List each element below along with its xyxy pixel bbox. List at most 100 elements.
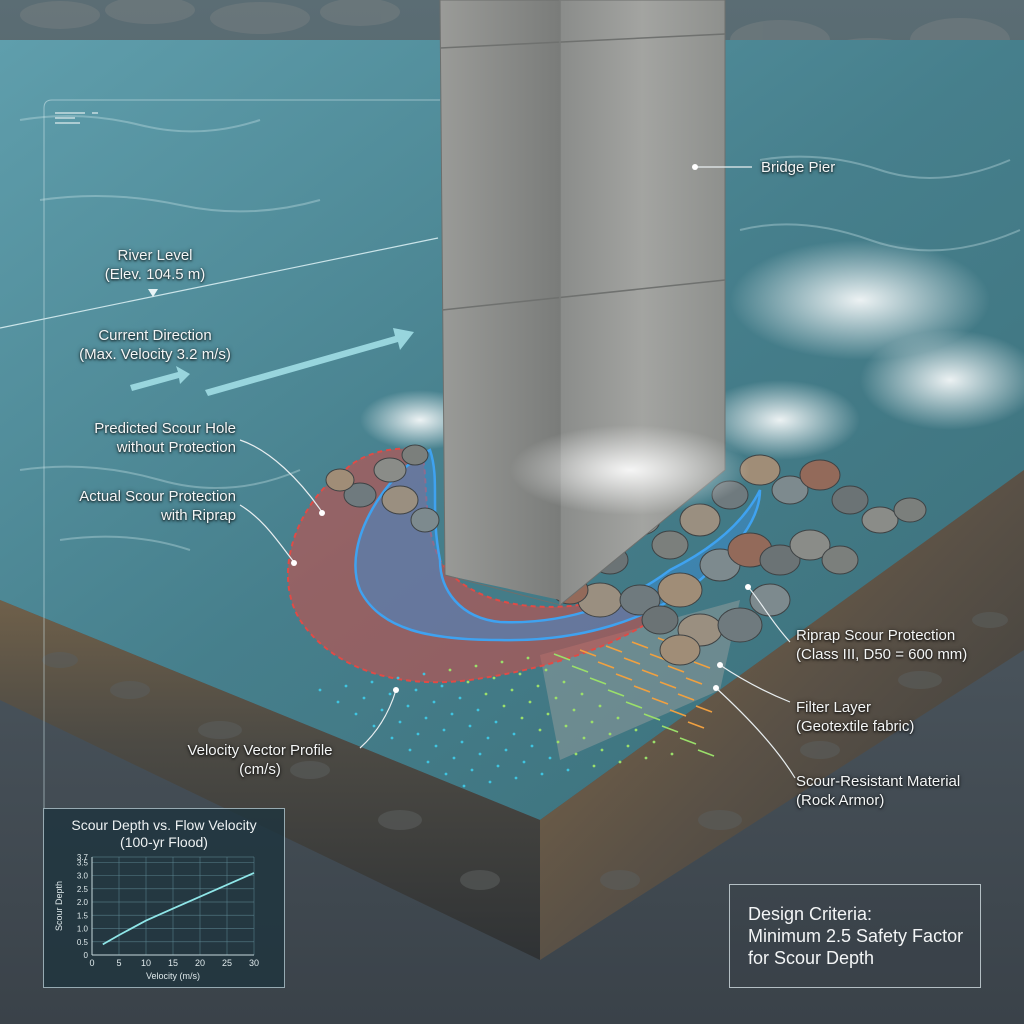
velocity-vector-arrow	[625, 701, 643, 709]
chart-series-line	[102, 872, 255, 946]
velocity-vector-dot	[544, 668, 548, 672]
bridge-pier-label: Bridge Pier	[761, 159, 836, 176]
velocity-vector-dot	[634, 728, 638, 732]
velocity-vector-dot	[398, 720, 402, 724]
riprap-rock	[893, 497, 927, 523]
predicted-scour-label: Predicted Scour Hole without Protection	[94, 420, 236, 456]
velocity-vector-arrow	[695, 705, 713, 713]
riprap-rock	[759, 544, 801, 576]
velocity-vector-dot	[452, 756, 456, 760]
velocity-vector-dot	[354, 712, 358, 716]
design-criteria-line3: for Scour Depth	[748, 948, 875, 968]
velocity-vector-dot	[494, 720, 498, 724]
velocity-vector-dot	[380, 708, 384, 712]
riprap-rock	[410, 507, 440, 533]
design-criteria-line2: Minimum 2.5 Safety Factor	[748, 926, 964, 946]
leader-dots	[291, 164, 751, 693]
velocity-vector-dot	[562, 680, 566, 684]
velocity-vector-dot	[618, 760, 622, 764]
current-arrows	[130, 328, 414, 396]
velocity-vector-arrow	[693, 661, 711, 669]
velocity-vector-dot	[590, 720, 594, 724]
velocity-vector-dot	[450, 712, 454, 716]
velocity-vector-dot	[526, 656, 530, 660]
velocity-vector-dot	[492, 676, 496, 680]
chart-y-tick-label: 1.0	[77, 925, 89, 934]
velocity-vector-arrow	[651, 697, 669, 705]
riprap-rock	[831, 485, 869, 515]
velocity-vector-dot	[440, 684, 444, 688]
velocity-vector-dot	[344, 684, 348, 688]
velocity-vector-dot	[496, 764, 500, 768]
chart-y-tick-label: 3.0	[77, 872, 89, 881]
velocity-vector-arrow	[615, 673, 633, 681]
current-direction-label: Current Direction (Max. Velocity 3.2 m/s…	[79, 327, 231, 363]
river-level-label: River Level (Elev. 104.5 m)	[104, 247, 206, 283]
leader-lines	[239, 166, 796, 779]
velocity-vector-dot	[478, 752, 482, 756]
velocity-vector-dot	[540, 772, 544, 776]
riprap-rock	[789, 529, 831, 561]
velocity-vector-dot	[500, 660, 504, 664]
velocity-vector-dot	[466, 680, 470, 684]
velocity-vector-dot	[598, 704, 602, 708]
velocity-vector-arrow	[553, 653, 571, 661]
velocity-vector-arrow	[633, 685, 651, 693]
velocity-vector-field	[318, 637, 715, 788]
velocity-vector-arrow	[679, 737, 697, 745]
velocity-vector-dot	[514, 776, 518, 780]
velocity-vector-dot	[408, 748, 412, 752]
velocity-vector-dot	[670, 752, 674, 756]
velocity-vector-arrow	[571, 665, 589, 673]
riprap-rock	[373, 457, 407, 483]
chart-title-text: Scour Depth vs. Flow Velocity	[71, 817, 257, 833]
velocity-vector-dot	[406, 704, 410, 708]
chart-x-tick-label: 15	[168, 958, 178, 968]
velocity-vector-dot	[530, 744, 534, 748]
velocity-vector-dot	[416, 732, 420, 736]
velocity-vector-dot	[434, 744, 438, 748]
velocity-vector-dot	[522, 760, 526, 764]
velocity-vector-dot	[538, 728, 542, 732]
riprap-rock	[651, 530, 689, 560]
riprap-rock	[641, 605, 679, 635]
velocity-vector-dot	[422, 672, 426, 676]
velocity-vector-arrow	[697, 749, 715, 757]
velocity-vector-dot	[644, 756, 648, 760]
velocity-vector-dot	[556, 740, 560, 744]
chart-y-tick-label: 3.5	[77, 858, 89, 867]
velocity-vector-dot	[548, 756, 552, 760]
velocity-vector-dot	[370, 680, 374, 684]
velocity-vector-dot	[546, 712, 550, 716]
velocity-vector-dot	[470, 768, 474, 772]
chart-subtitle-text: (100-yr Flood)	[120, 834, 208, 850]
velocity-vector-arrow	[631, 641, 649, 649]
velocity-vector-dot	[600, 748, 604, 752]
chart-x-tick-label: 25	[222, 958, 232, 968]
riprap-rock	[861, 506, 899, 534]
velocity-vector-dot	[566, 768, 570, 772]
riprap-rock	[657, 572, 703, 608]
chart-y-tick-label: 1.5	[77, 911, 89, 920]
soil-right-face	[540, 470, 1024, 960]
chart-x-tick-label: 10	[141, 958, 151, 968]
riprap-rock	[381, 485, 419, 515]
velocity-vector-arrow	[687, 721, 705, 729]
velocity-vector-dot	[574, 752, 578, 756]
chart-x-tick-label: 5	[116, 958, 121, 968]
chart-y-tick-label: 0	[84, 951, 89, 960]
riprap-rock	[821, 545, 859, 575]
chart-x-tick-label: 0	[89, 958, 94, 968]
velocity-vector-dot	[502, 704, 506, 708]
velocity-vector-dot	[504, 748, 508, 752]
velocity-vector-dot	[484, 692, 488, 696]
velocity-vector-dot	[448, 668, 452, 672]
velocity-vector-dot	[536, 684, 540, 688]
wave-highlights	[19, 115, 1021, 551]
velocity-vector-dot	[424, 716, 428, 720]
riprap-rock	[325, 468, 355, 492]
chart-y-tick-label: 2.0	[77, 898, 89, 907]
velocity-vector-arrow	[643, 713, 661, 721]
chart-y-axis-label: Scour Depth	[54, 881, 64, 931]
riprap-rock	[771, 475, 809, 505]
